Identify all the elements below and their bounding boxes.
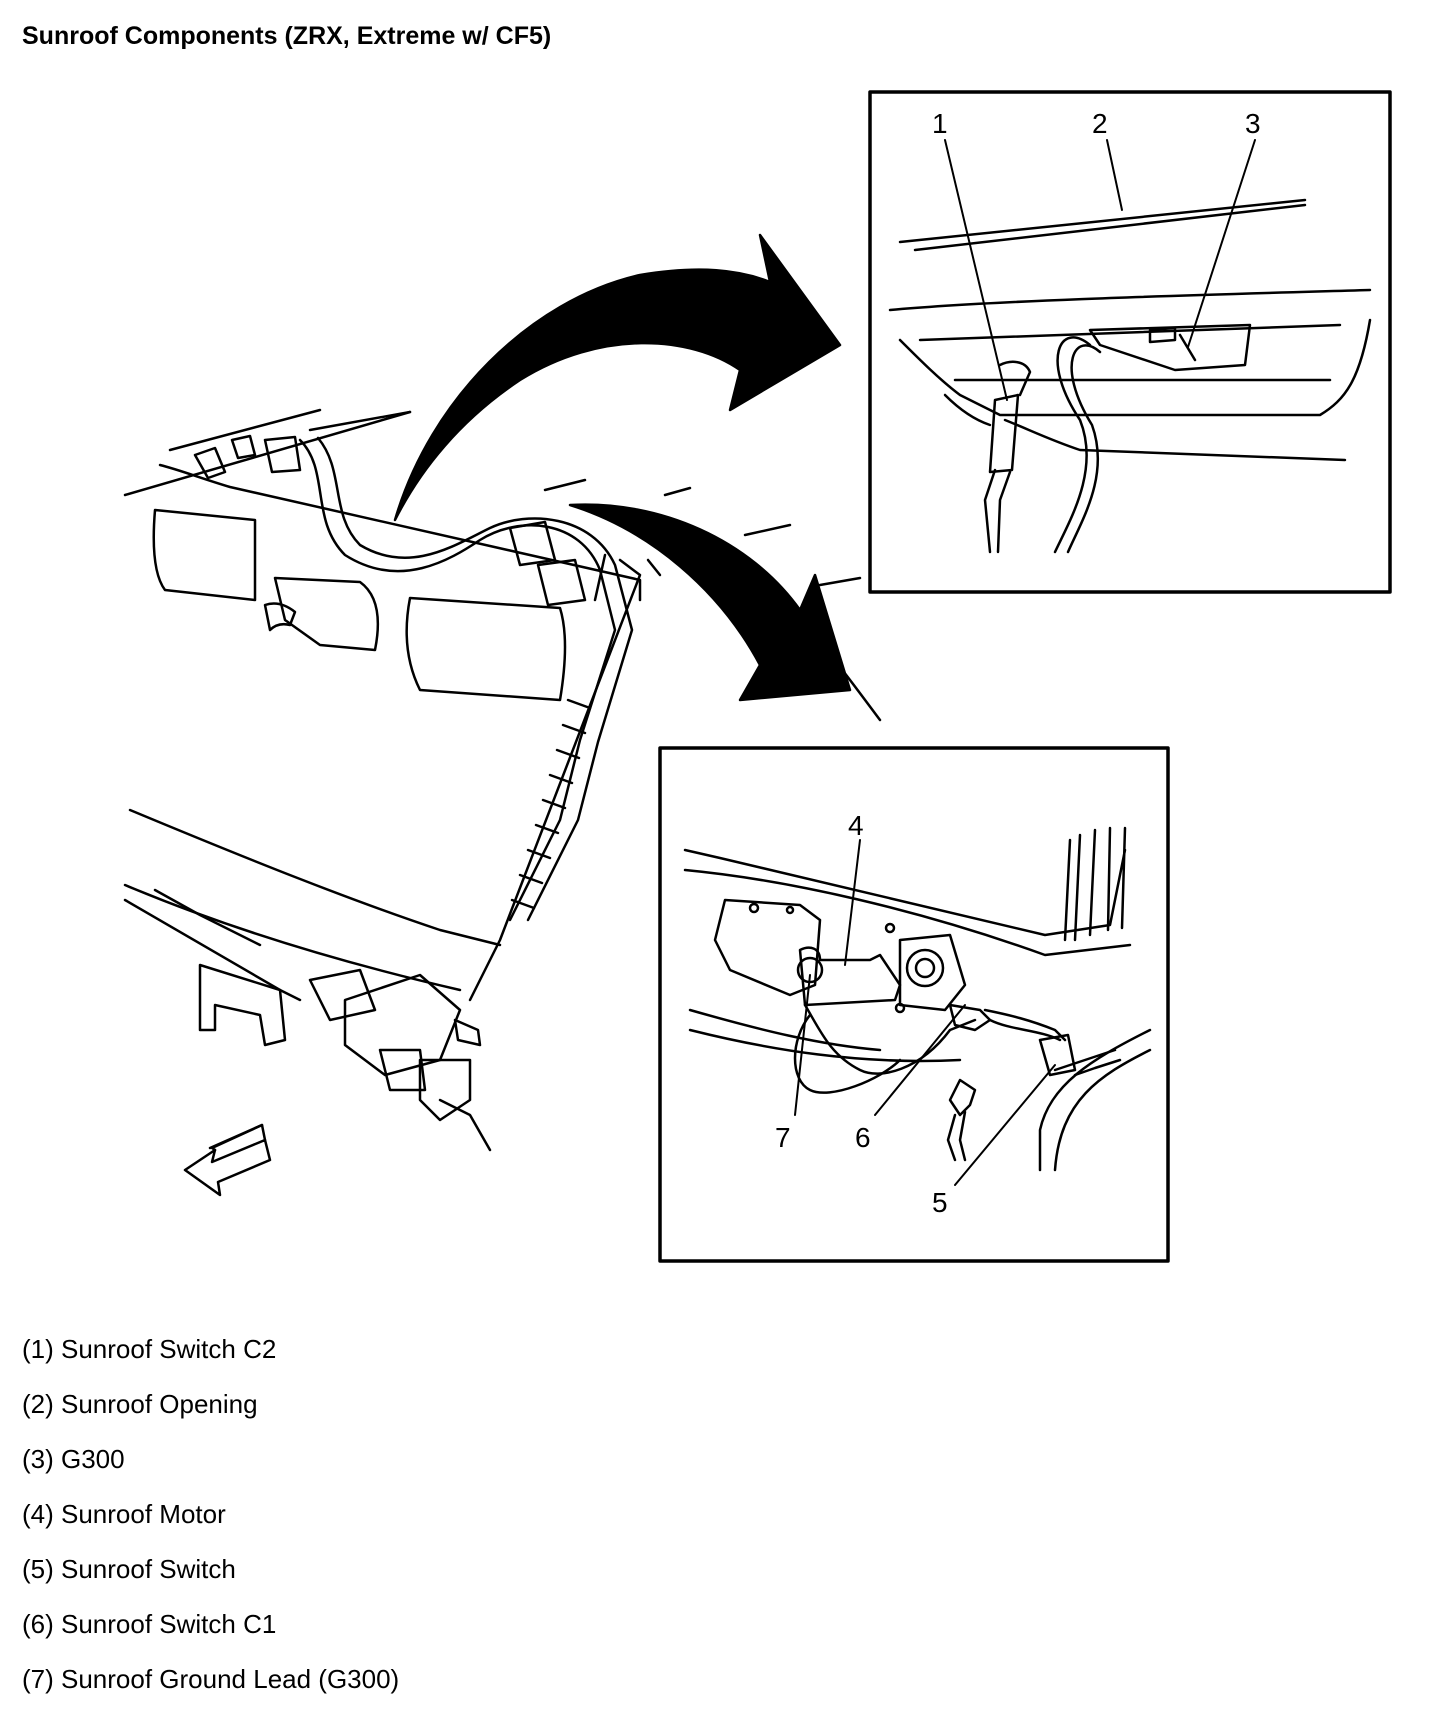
callout-4: 4 (848, 810, 864, 841)
inset-lower: 4 5 6 7 (658, 746, 1170, 1263)
legend-item: (5) Sunroof Switch (22, 1554, 236, 1584)
callout-5: 5 (932, 1187, 948, 1218)
legend-item: (1) Sunroof Switch C2 (22, 1334, 277, 1364)
legend-item: (4) Sunroof Motor (22, 1499, 226, 1529)
callout-3: 3 (1245, 108, 1261, 139)
inset-upper: 1 2 3 (868, 90, 1392, 594)
main-vehicle-view (123, 408, 882, 1197)
sunroof-components-diagram: 1 2 3 (123, 90, 1392, 1263)
callout-2: 2 (1092, 108, 1108, 139)
legend-item: (2) Sunroof Opening (22, 1389, 258, 1419)
callout-7: 7 (775, 1122, 791, 1153)
diagram-title: Sunroof Components (ZRX, Extreme w/ CF5) (22, 22, 552, 50)
callout-6: 6 (855, 1122, 871, 1153)
forward-arrow-icon (183, 1123, 272, 1197)
component-legend: (1) Sunroof Switch C2 (2) Sunroof Openin… (22, 1334, 399, 1719)
callout-1: 1 (932, 108, 948, 139)
legend-item: (6) Sunroof Switch C1 (22, 1609, 277, 1639)
pointer-arrow-upper (393, 233, 842, 522)
legend-item: (7) Sunroof Ground Lead (G300) (22, 1664, 400, 1694)
pointer-arrow-lower (568, 503, 852, 702)
legend-item: (3) G300 (22, 1444, 125, 1474)
